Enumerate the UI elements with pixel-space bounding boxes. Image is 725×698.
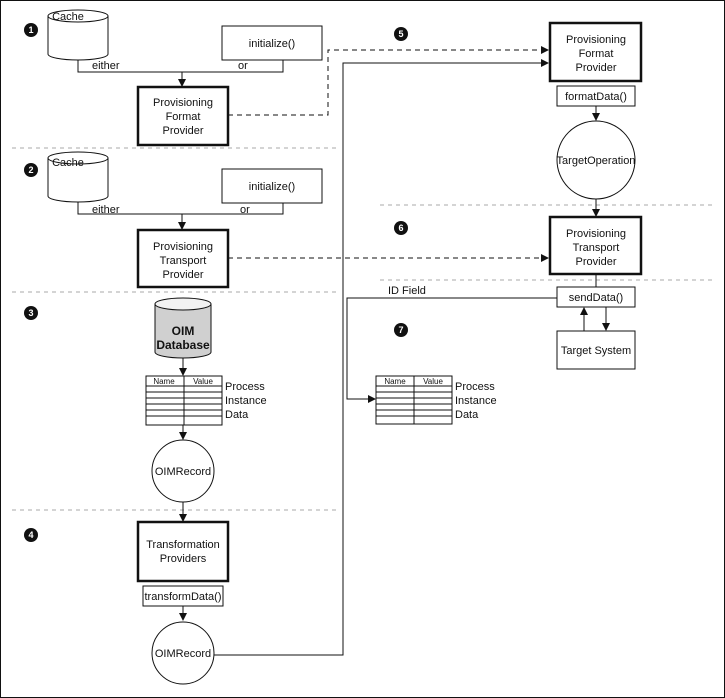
svg-text:or: or xyxy=(238,60,248,72)
process-instance-data-label-right: Process Instance Data xyxy=(455,381,497,421)
process-instance-table-right: Name Value xyxy=(375,375,453,425)
svg-text:2: 2 xyxy=(28,165,33,175)
step-marker-3: 3 xyxy=(24,306,38,320)
svg-text:Provisioning: Provisioning xyxy=(153,241,213,253)
svg-text:OIMRecord: OIMRecord xyxy=(155,466,211,478)
step-marker-5: 5 xyxy=(394,27,408,41)
svg-text:sendData(): sendData() xyxy=(569,292,623,304)
svg-text:5: 5 xyxy=(398,29,403,39)
svg-text:4: 4 xyxy=(28,530,33,540)
target-system-box: Target System xyxy=(556,330,636,370)
svg-text:Transformation: Transformation xyxy=(146,539,220,551)
oimrecord-to-format-provider-link xyxy=(214,59,549,656)
svg-text:Transport: Transport xyxy=(160,255,207,267)
step-marker-6: 6 xyxy=(394,221,408,235)
svg-text:Transport: Transport xyxy=(573,242,620,254)
svg-text:ID Field: ID Field xyxy=(388,285,426,297)
svg-text:Instance: Instance xyxy=(225,395,267,407)
oimrecord-circle-1: OIMRecord xyxy=(151,439,215,503)
svg-text:formatData(): formatData() xyxy=(565,91,627,103)
process-instance-data-label-left: Process Instance Data xyxy=(225,381,267,421)
svg-text:OIM: OIM xyxy=(172,324,195,338)
svg-text:OIMRecord: OIMRecord xyxy=(155,648,211,660)
svg-text:initialize(): initialize() xyxy=(249,181,295,193)
svg-text:Data: Data xyxy=(225,409,249,421)
step-marker-4: 4 xyxy=(24,528,38,542)
svg-text:Database: Database xyxy=(156,338,210,352)
format-provider-dashed-link xyxy=(228,46,549,116)
provisioning-transport-provider-left: Provisioning Transport Provider xyxy=(136,228,230,289)
svg-text:Cache: Cache xyxy=(52,157,84,169)
target-operation-circle: TargetOperation xyxy=(556,120,636,200)
svg-text:Process: Process xyxy=(455,381,495,393)
svg-text:TargetOperation: TargetOperation xyxy=(557,155,636,167)
provisioning-transport-provider-right: Provisioning Transport Provider xyxy=(548,215,643,276)
transform-data-method-box: transformData() xyxy=(142,585,224,607)
svg-text:Provider: Provider xyxy=(576,256,617,268)
step-marker-1: 1 xyxy=(24,23,38,37)
svg-text:Value: Value xyxy=(193,377,213,386)
svg-text:7: 7 xyxy=(398,325,403,335)
svg-text:Name: Name xyxy=(153,377,175,386)
oim-database-cylinder: OIM Database xyxy=(154,297,212,359)
svg-text:Provisioning: Provisioning xyxy=(566,34,626,46)
step-marker-2: 2 xyxy=(24,163,38,177)
provisioning-format-provider-right: Provisioning Format Provider xyxy=(548,21,643,83)
oimrecord-circle-2: OIMRecord xyxy=(151,621,215,685)
transformation-providers-box: Transformation Providers xyxy=(136,520,230,583)
svg-text:Provider: Provider xyxy=(576,62,617,74)
svg-text:Process: Process xyxy=(225,381,265,393)
step-marker-7: 7 xyxy=(394,323,408,337)
process-instance-table-left: Name Value xyxy=(145,375,223,426)
svg-text:Provider: Provider xyxy=(163,269,204,281)
either-or-connector-1: either or xyxy=(77,60,284,87)
svg-text:Target System: Target System xyxy=(561,345,631,357)
svg-text:6: 6 xyxy=(398,223,403,233)
svg-text:Format: Format xyxy=(579,48,614,60)
svg-text:either: either xyxy=(92,204,120,216)
svg-text:transformData(): transformData() xyxy=(144,591,221,603)
svg-text:or: or xyxy=(240,204,250,216)
svg-text:Provisioning: Provisioning xyxy=(153,97,213,109)
svg-text:Provider: Provider xyxy=(163,125,204,137)
cache-cylinder-1: Cache xyxy=(47,9,109,61)
svg-text:Providers: Providers xyxy=(160,553,207,565)
svg-text:Provisioning: Provisioning xyxy=(566,228,626,240)
section-separators xyxy=(12,147,712,511)
svg-text:Data: Data xyxy=(455,409,479,421)
initialize-box-2: initialize() xyxy=(221,168,323,204)
provisioning-format-provider-left: Provisioning Format Provider xyxy=(136,85,230,147)
cache-cylinder-2: Cache xyxy=(47,151,109,203)
svg-text:Name: Name xyxy=(384,377,406,386)
send-data-method-box: sendData() xyxy=(556,286,636,308)
svg-text:Format: Format xyxy=(166,111,201,123)
svg-text:Cache: Cache xyxy=(52,11,84,23)
svg-text:1: 1 xyxy=(28,25,33,35)
svg-text:initialize(): initialize() xyxy=(249,38,295,50)
svg-text:Value: Value xyxy=(423,377,443,386)
svg-text:either: either xyxy=(92,60,120,72)
send-data-target-arrows xyxy=(580,307,610,331)
id-field-connector: ID Field xyxy=(346,285,557,403)
either-or-connector-2: either or xyxy=(77,202,284,230)
format-data-method-box: formatData() xyxy=(556,85,636,107)
svg-text:3: 3 xyxy=(28,308,33,318)
initialize-box-1: initialize() xyxy=(221,25,323,61)
svg-text:Instance: Instance xyxy=(455,395,497,407)
